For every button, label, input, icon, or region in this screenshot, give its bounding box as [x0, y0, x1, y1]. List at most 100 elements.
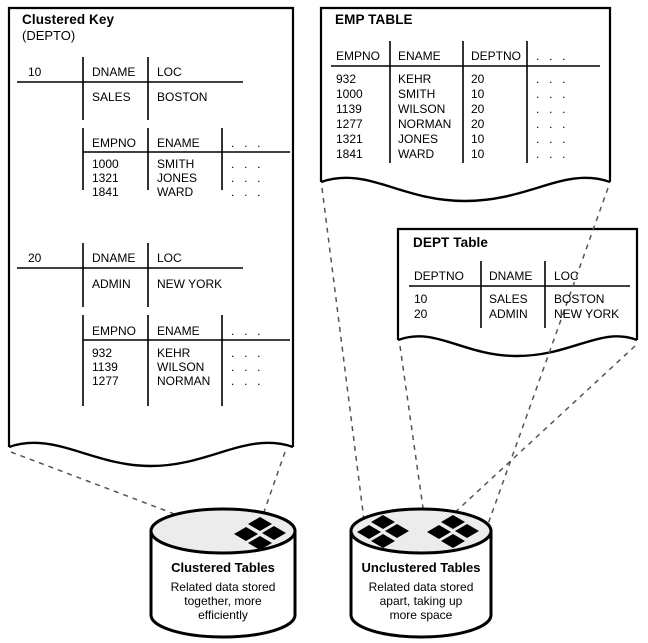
- clustered-key-title: Clustered Key: [22, 12, 115, 27]
- clustered-tables-label: Clustered Tables: [171, 560, 275, 575]
- connector-emp-left: [321, 187, 366, 529]
- g10-dept-cell-dname: SALES: [92, 90, 131, 104]
- dept-header-loc: LOC: [554, 269, 579, 283]
- unclustered-block-group-left: [357, 515, 409, 548]
- g10-emp-r2-more: . . .: [231, 185, 264, 199]
- clustered-group-20-emp-rules: [82, 315, 290, 406]
- unclustered-tables-desc-line-2: apart, taking up: [379, 594, 463, 608]
- connector-clustered-right: [257, 451, 286, 530]
- g20-emp-r2-ename: NORMAN: [157, 374, 211, 388]
- clustered-block-group: [234, 517, 286, 550]
- g10-emp-r0-ename: SMITH: [157, 157, 195, 171]
- clustered-tables-desc-line-1: Related data stored: [170, 580, 276, 594]
- g20-dept-header-loc: LOC: [157, 251, 182, 265]
- clustered-key-value-20: 20: [28, 251, 42, 265]
- clustered-tables-desc-line-3: efficiently: [198, 608, 248, 622]
- emp-r3-ename: NORMAN: [398, 117, 452, 131]
- emp-table-title: EMP TABLE: [335, 12, 413, 27]
- g20-emp-r0-ename: KEHR: [157, 346, 191, 360]
- dept-table-rules: [409, 261, 630, 328]
- emp-r5-empno: 1841: [336, 147, 363, 161]
- dept-table-box-outline: [396, 227, 639, 340]
- g10-emp-r1-ename: JONES: [157, 171, 198, 185]
- dept-table-box-wave: [397, 335, 638, 358]
- clustered-group-20-rules: [17, 243, 243, 307]
- g20-emp-header-ename: ENAME: [157, 324, 200, 338]
- g10-dept-header-loc: LOC: [157, 65, 182, 79]
- g10-dept-cell-loc: BOSTON: [157, 90, 208, 104]
- g20-emp-r1-empno: 1139: [92, 360, 118, 374]
- emp-r3-more: . . .: [536, 117, 569, 131]
- g20-emp-r2-more: . . .: [231, 374, 264, 388]
- emp-r0-empno: 932: [336, 72, 357, 86]
- unclustered-tables-desc-line-3: more space: [389, 608, 453, 622]
- clustered-key-value-10: 10: [28, 65, 42, 79]
- emp-r0-deptno: 20: [471, 72, 485, 86]
- clustered-key-box-outline: [7, 6, 295, 447]
- connector-clustered-left: [10, 451, 223, 533]
- g20-emp-r0-empno: 932: [92, 346, 113, 360]
- unclustered-tables-cylinder: [349, 507, 493, 639]
- dept-r0-dname: SALES: [489, 292, 528, 306]
- connector-dept-right: [436, 345, 636, 530]
- clustered-group-10-emp-rules: [82, 128, 290, 190]
- g20-dept-header-dname: DNAME: [92, 251, 136, 265]
- emp-r1-ename: SMITH: [398, 87, 436, 101]
- emp-r2-more: . . .: [536, 102, 569, 116]
- dept-table-title: DEPT Table: [413, 235, 489, 250]
- emp-header-empno: EMPNO: [336, 49, 381, 63]
- emp-header-ename: ENAME: [398, 49, 441, 63]
- emp-r1-deptno: 10: [471, 87, 485, 101]
- dept-r0-deptno: 10: [414, 292, 428, 306]
- emp-r4-more: . . .: [536, 132, 569, 146]
- emp-r4-ename: JONES: [398, 132, 439, 146]
- emp-r2-deptno: 20: [471, 102, 485, 116]
- emp-r1-empno: 1000: [336, 87, 363, 101]
- emp-r0-more: . . .: [536, 72, 569, 86]
- g10-emp-r2-ename: WARD: [157, 185, 194, 199]
- unclustered-block-group-right: [427, 515, 479, 548]
- dept-r1-deptno: 20: [414, 307, 428, 321]
- g20-emp-r0-more: . . .: [231, 346, 264, 360]
- emp-table-rules: [331, 41, 600, 163]
- g20-dept-cell-dname: ADMIN: [92, 277, 131, 291]
- emp-table-box-wave: [320, 176, 611, 203]
- emp-table-box-outline: [319, 6, 612, 182]
- emp-r1-more: . . .: [536, 87, 569, 101]
- emp-r3-empno: 1277: [336, 117, 363, 131]
- g20-emp-r2-empno: 1277: [92, 374, 119, 388]
- emp-r2-ename: WILSON: [398, 102, 446, 116]
- emp-r3-deptno: 20: [471, 117, 485, 131]
- g10-emp-r0-empno: 1000: [92, 157, 119, 171]
- dept-header-dname: DNAME: [489, 269, 533, 283]
- emp-r5-more: . . .: [536, 147, 569, 161]
- g20-emp-r1-ename: WILSON: [157, 360, 205, 374]
- g10-emp-r1-more: . . .: [231, 171, 264, 185]
- emp-header-more: . . .: [536, 49, 569, 63]
- emp-r2-empno: 1139: [336, 102, 362, 116]
- clustered-group-10-rules: [17, 57, 243, 120]
- g10-emp-r0-more: . . .: [231, 157, 264, 171]
- emp-r5-deptno: 10: [471, 147, 485, 161]
- g10-emp-header-ename: ENAME: [157, 136, 200, 150]
- dept-r0-loc: BOSTON: [554, 292, 605, 306]
- emp-r4-deptno: 10: [471, 132, 485, 146]
- unclustered-tables-desc-line-1: Related data stored: [368, 580, 474, 594]
- emp-r4-empno: 1321: [336, 132, 363, 146]
- g10-emp-r2-empno: 1841: [92, 185, 119, 199]
- unclustered-tables-label: Unclustered Tables: [361, 560, 481, 575]
- clustered-tables-desc-line-2: together, more: [184, 594, 262, 608]
- emp-r0-ename: KEHR: [398, 72, 432, 86]
- connector-lines: [10, 187, 636, 533]
- g10-emp-header-empno: EMPNO: [92, 136, 137, 150]
- dept-r1-dname: ADMIN: [489, 307, 528, 321]
- clustered-tables-cylinder: [149, 507, 297, 639]
- g10-emp-r1-empno: 1321: [92, 171, 119, 185]
- g10-emp-header-more: . . .: [231, 136, 264, 150]
- g20-emp-r1-more: . . .: [231, 360, 264, 374]
- g20-emp-header-empno: EMPNO: [92, 324, 137, 338]
- g10-dept-header-dname: DNAME: [92, 65, 136, 79]
